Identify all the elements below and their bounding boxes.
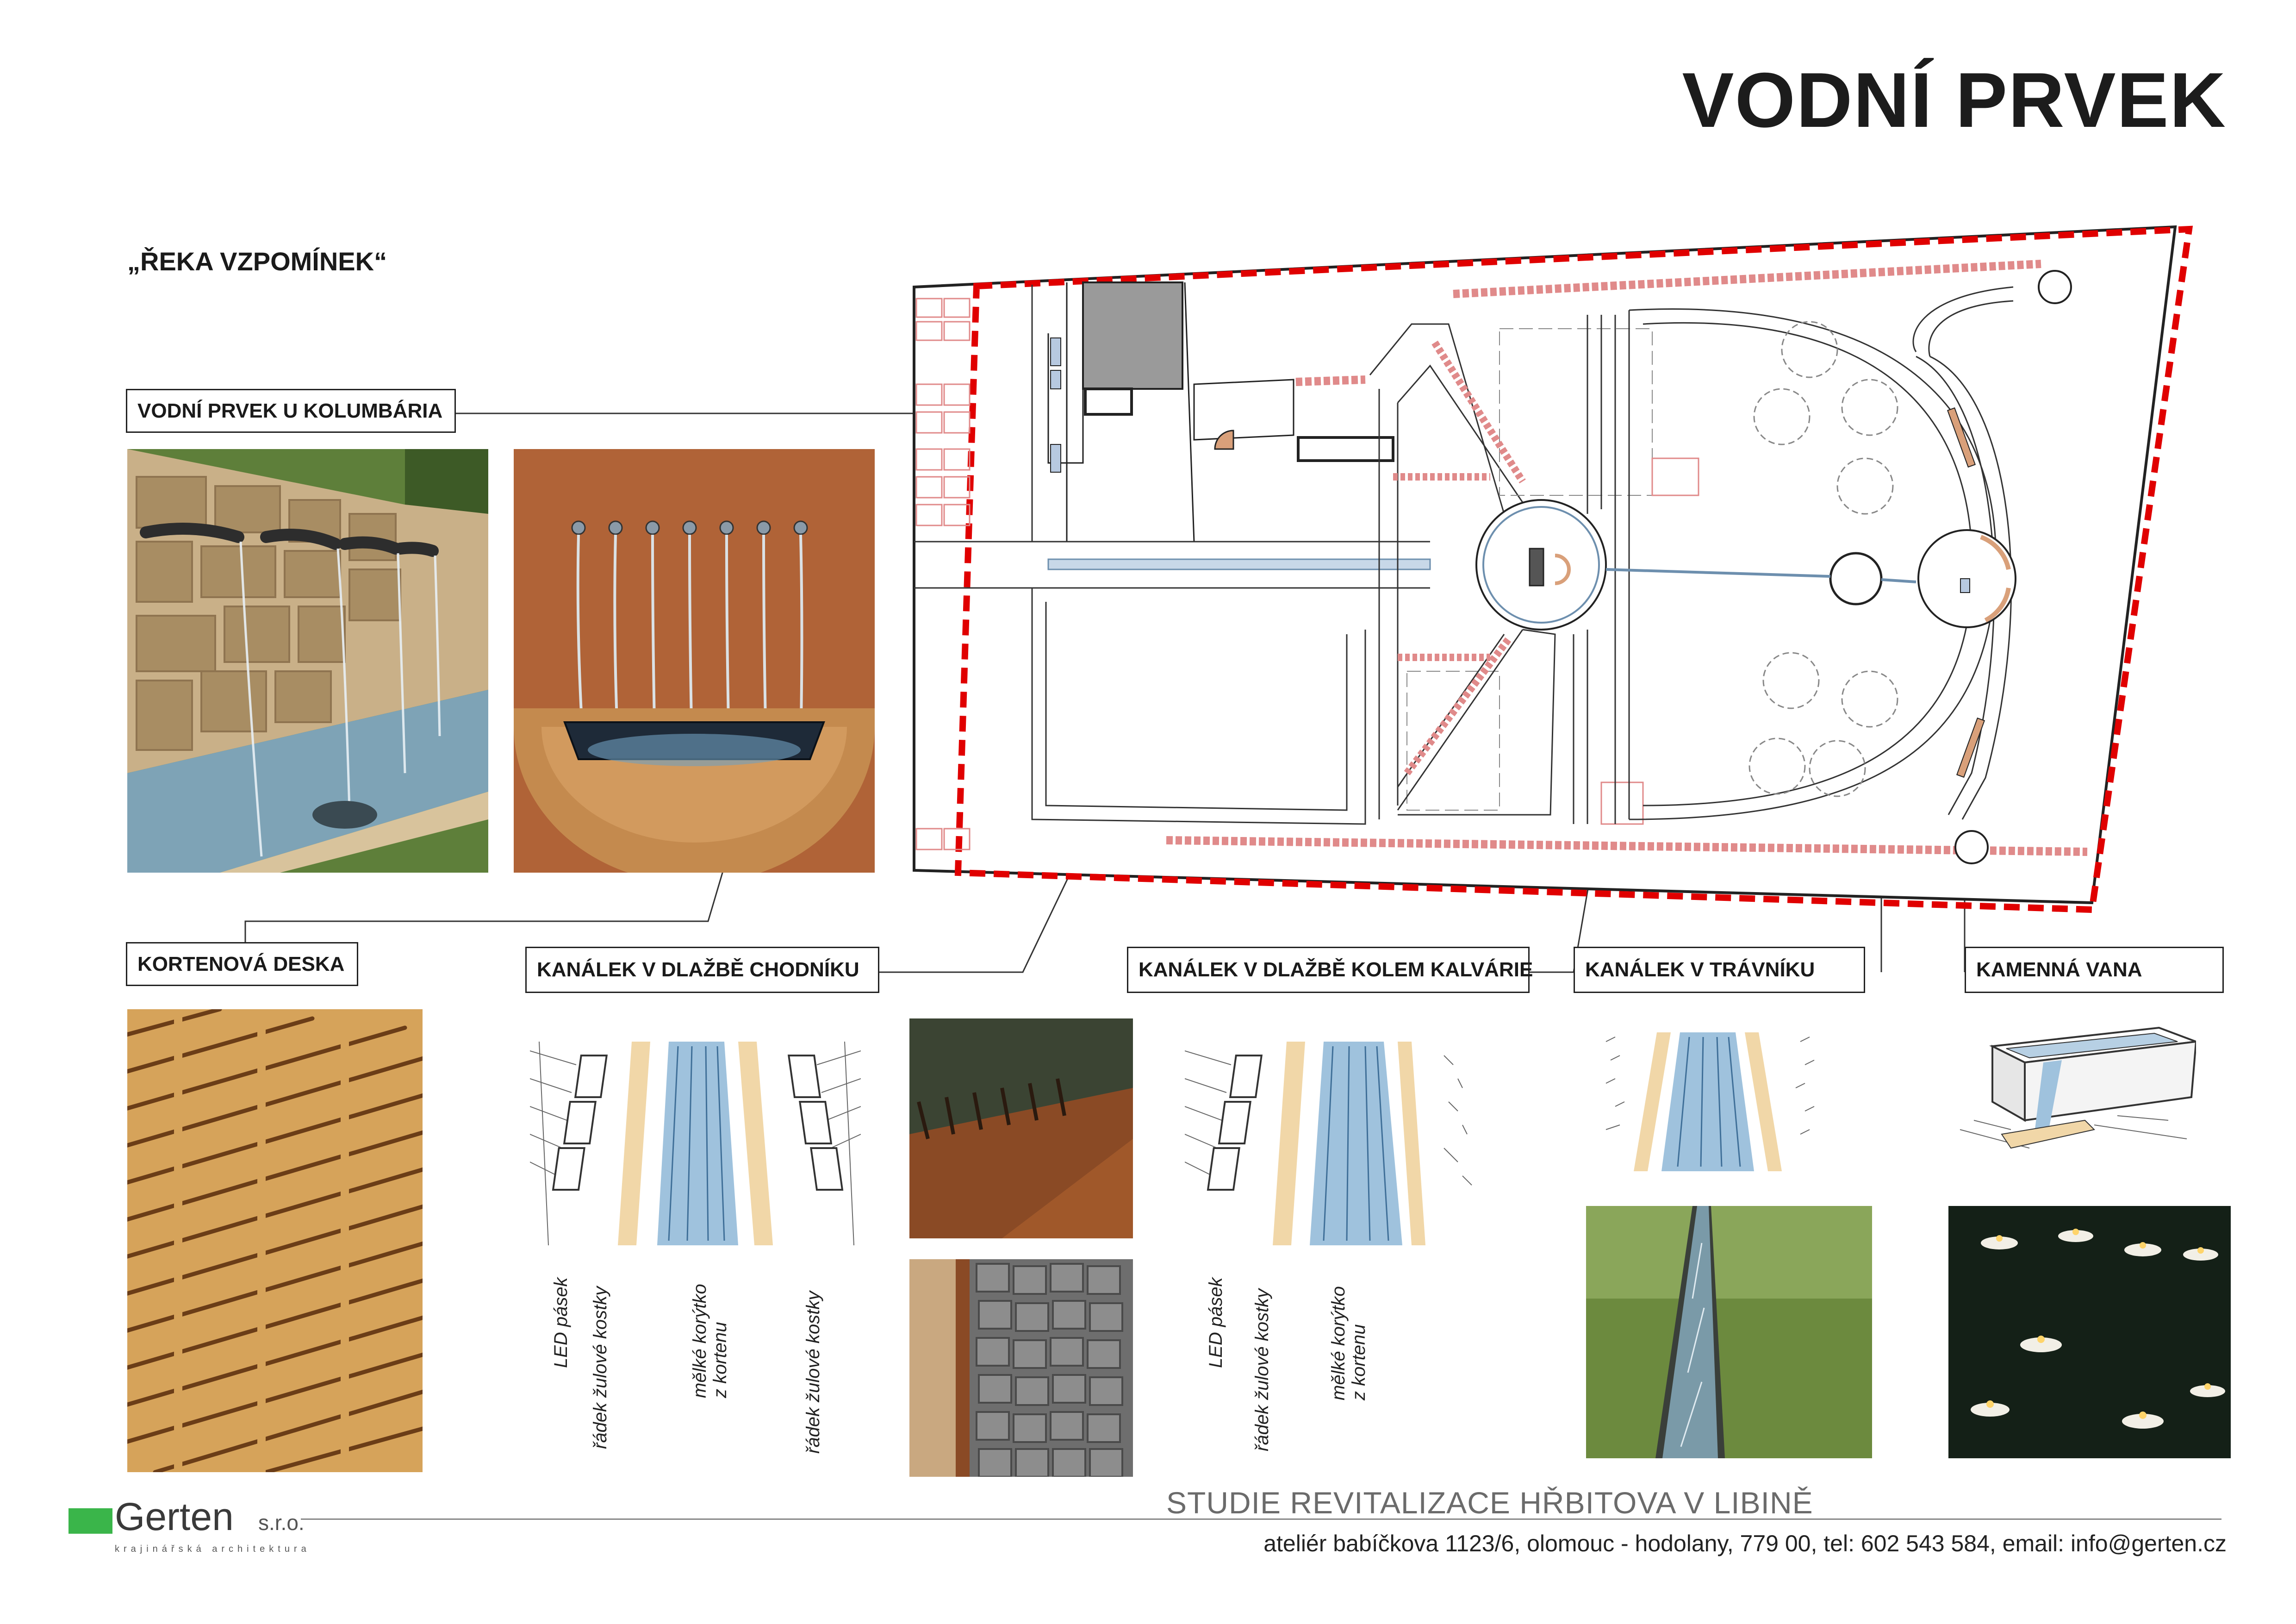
study-boundary: [954, 225, 2193, 913]
sketch-channel-lawn: [1597, 1032, 1823, 1171]
label-kanalek-travnik: KANÁLEK V TRÁVNÍKU: [1574, 947, 1865, 993]
section2-led-label: LED pásek: [1206, 1277, 1226, 1368]
section2-row-label: řádek žulové kostky: [1252, 1288, 1272, 1451]
label-kortenova-deska: KORTENOVÁ DESKA: [126, 942, 358, 986]
label-kanalek-kalvarie: KANÁLEK V DLAŽBĚ KOLEM KALVÁRIE: [1127, 947, 1533, 993]
label-kamenna-vana: KAMENNÁ VANA: [1965, 947, 2224, 993]
logo-suffix: s.r.o.: [258, 1511, 305, 1535]
photo-floating-candles: [1948, 1206, 2231, 1458]
sketch-channel-paving: [530, 1042, 861, 1245]
logo-tagline: krajinářská architektura: [115, 1544, 311, 1554]
logo-mark: [68, 1508, 112, 1534]
photo-stone-wall-fountain: [127, 449, 488, 873]
photo-corten-steps: [909, 1018, 1133, 1238]
section2-trough-label: mělké korýtko z kortenu: [1328, 1286, 1369, 1400]
site-plan: [913, 225, 2193, 913]
sketch-channel-calvary: [1185, 1042, 1476, 1245]
page-title: VODNÍ PRVEK: [1682, 56, 2227, 144]
footer-studio: STUDIE REVITALIZACE HŘBITOVA V LIBINĚ: [1166, 1486, 1813, 1520]
label-kanalek-chodnik: KANÁLEK V DLAŽBĚ CHODNÍKU: [525, 947, 879, 993]
footer-address: ateliér babíčkova 1123/6, olomouc - hodo…: [1263, 1530, 2227, 1556]
water-channel: [1047, 558, 1431, 570]
section1-row1-label: řádek žulové kostky: [590, 1286, 610, 1449]
sketch-stone-tub: [1955, 1018, 2196, 1157]
page-subtitle: „ŘEKA VZPOMÍNEK“: [127, 247, 387, 276]
section1-led-label: LED pásek: [551, 1277, 571, 1368]
section1-trough-label: mělké korýtko z kortenu: [690, 1284, 730, 1398]
photo-corten-plate: [127, 1009, 423, 1472]
section1-row2-label: řádek žulové kostky: [803, 1291, 823, 1454]
logo-name: Gerten: [115, 1495, 234, 1538]
photo-corten-bowl-fountain: [514, 449, 875, 873]
label-kolumbarium: VODNÍ PRVEK U KOLUMBÁRIA: [126, 389, 456, 433]
photo-cobble-paving: [909, 1259, 1133, 1477]
photo-lawn-channel: [1586, 1206, 1872, 1458]
footer-divider: [301, 1518, 2221, 1520]
